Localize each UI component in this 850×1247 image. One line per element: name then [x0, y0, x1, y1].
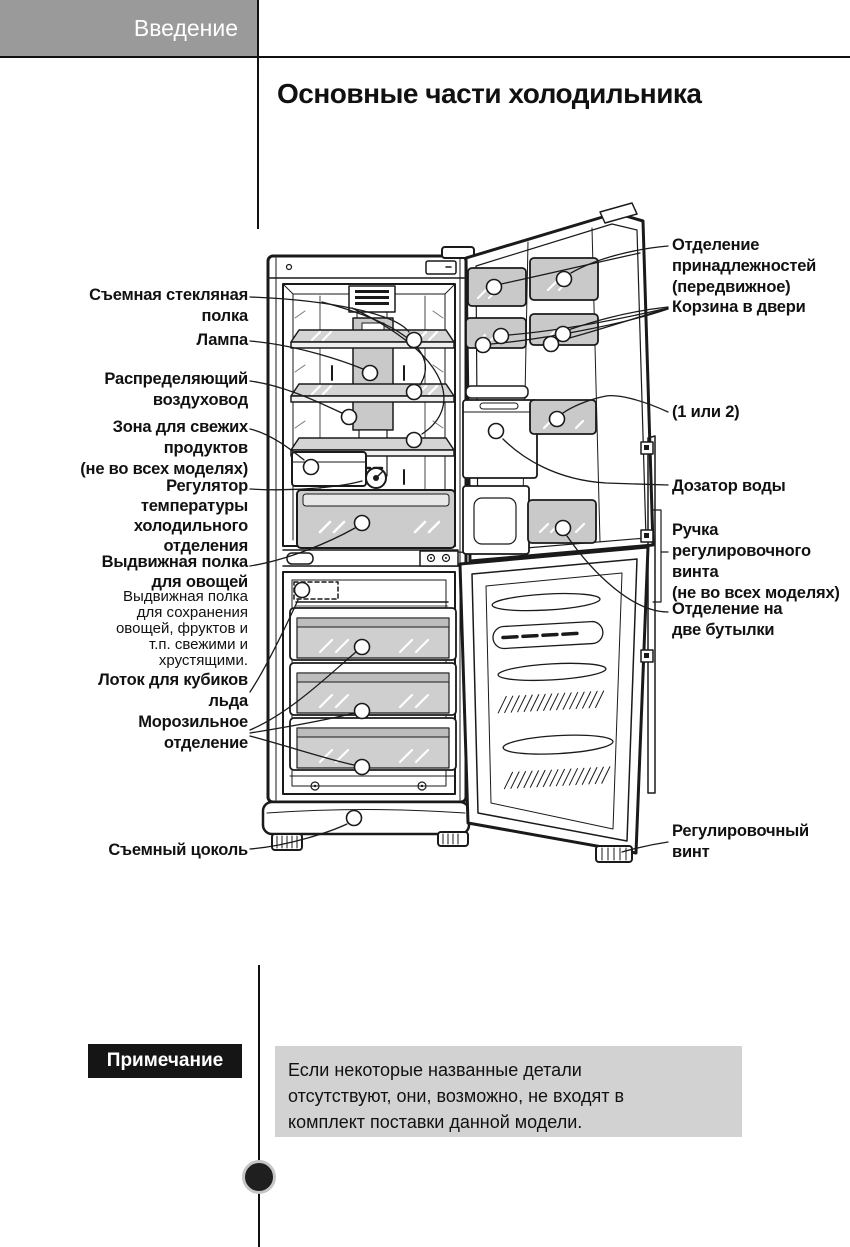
label-fresh-zone: Зона для свежих продуктов (не во всех мо… [80, 418, 248, 478]
vegetable-drawer [296, 489, 456, 549]
freezer-compartment [282, 571, 457, 795]
footer-divider-line [258, 965, 260, 1247]
label-ice-tray: Лоток для кубиков льда [98, 671, 248, 710]
header-divider-line [257, 0, 259, 229]
dispenser-recess [462, 485, 530, 555]
handle-bracket [652, 509, 669, 603]
section-dot [242, 1160, 276, 1194]
lamp-cover [348, 285, 396, 321]
freezer-drawers [289, 607, 457, 771]
label-veg-shelf: Выдвижная полка для овощей [101, 553, 249, 591]
label-water-dispenser: Дозатор воды [672, 477, 786, 495]
leader-lines [249, 245, 669, 853]
base-plinth [261, 800, 471, 851]
fridge-door [462, 202, 655, 563]
label-glass-shelf: Съемная стекляная полка [89, 286, 248, 325]
label-accessory-compartment: Отделение принадлежностей (передвижное) [672, 236, 817, 296]
header-rule [0, 56, 850, 58]
note-text: Если некоторые названные детали отсутств… [275, 1046, 742, 1137]
label-door-basket: Корзина в двери [672, 298, 806, 316]
label-lamp: Лампа [196, 331, 248, 349]
label-two-bottles: Отделение на две бутылки [672, 600, 783, 639]
label-veg-shelf-note: Выдвижная полка для сохранения овощей, ф… [115, 588, 248, 669]
door-edge-rail [640, 435, 656, 794]
part-markers [293, 270, 573, 827]
water-dispenser-tank [462, 399, 538, 479]
adjusting-screw-foot [595, 845, 633, 863]
section-tab: Введение [0, 0, 258, 57]
dairy-lid [465, 385, 529, 399]
label-air-duct: Распределяющий воздуховод [104, 370, 248, 409]
label-base: Съемный цоколь [108, 841, 248, 859]
note-label: Примечание [88, 1044, 242, 1078]
label-one-or-two: (1 или 2) [672, 403, 740, 421]
label-temp-control: Регулятор температуры холодильного отдел… [133, 477, 248, 555]
compartment-divider [282, 549, 503, 567]
page-title: Основные части холодильника [277, 78, 702, 109]
label-adjusting-screw: Регулировочный винт [672, 822, 809, 861]
freezer-door [458, 545, 650, 855]
label-freezer: Морозильное отделение [138, 713, 248, 752]
label-adjusting-handle: Ручка регулировочного винта (не во всех … [672, 521, 840, 602]
temperature-knob [365, 467, 387, 489]
